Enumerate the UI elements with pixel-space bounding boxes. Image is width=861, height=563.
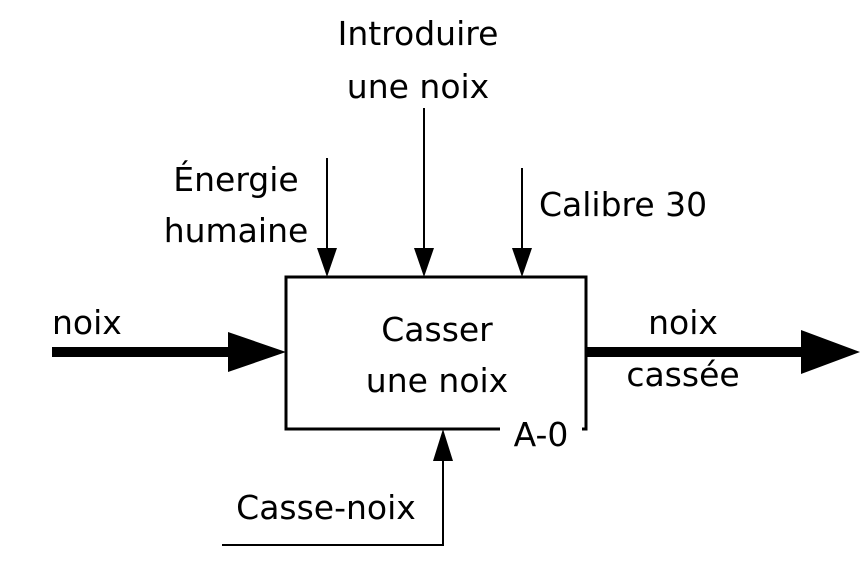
function-box	[284, 275, 588, 431]
input-label: noix	[52, 303, 122, 342]
control-setting-arrow-head	[512, 248, 532, 277]
node-id-label: A-0	[514, 415, 569, 454]
function-label-line2: une noix	[366, 361, 508, 400]
output-arrow-head	[801, 330, 860, 374]
mechanism-label: Casse-noix	[236, 488, 416, 527]
control-energy-label-line1: Énergie	[173, 159, 298, 199]
output-label-line2: cassée	[626, 355, 739, 394]
output-label-line1: noix	[648, 303, 718, 342]
control-command-label-line2: une noix	[347, 67, 489, 106]
control-energy-label-line2: humaine	[164, 211, 309, 250]
node-id-mask	[500, 416, 582, 450]
control-command-label-line1: Introduire	[338, 14, 499, 53]
control-command-arrow-head	[414, 248, 434, 277]
control-energy-arrow-head	[317, 248, 337, 277]
function-label-line1: Casser	[381, 310, 493, 349]
mechanism-arrow-shaft	[222, 458, 444, 546]
mechanism-arrow-head	[433, 429, 453, 461]
input-arrow-head	[228, 332, 286, 372]
control-setting-label: Calibre 30	[539, 185, 707, 224]
